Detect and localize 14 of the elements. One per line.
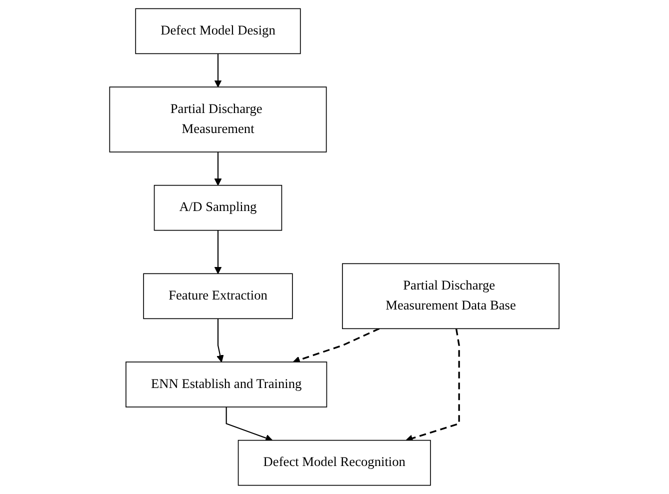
arrow xyxy=(214,54,222,88)
arrow xyxy=(226,406,273,442)
arrow xyxy=(292,328,380,364)
node-box: A/D Sampling xyxy=(154,184,282,231)
node-box: Feature Extraction xyxy=(143,273,293,320)
arrow xyxy=(214,152,222,186)
node-box: Defect Model Design xyxy=(135,8,301,54)
arrow xyxy=(214,230,222,274)
node-box: Partial Discharge Measurement xyxy=(109,86,327,152)
node-box: Partial Discharge Measurement Data Base xyxy=(342,263,560,330)
node-box: Defect Model Recognition xyxy=(238,440,431,486)
arrow xyxy=(406,328,460,442)
arrow xyxy=(216,318,224,362)
node-box: ENN Establish and Training xyxy=(126,362,328,408)
